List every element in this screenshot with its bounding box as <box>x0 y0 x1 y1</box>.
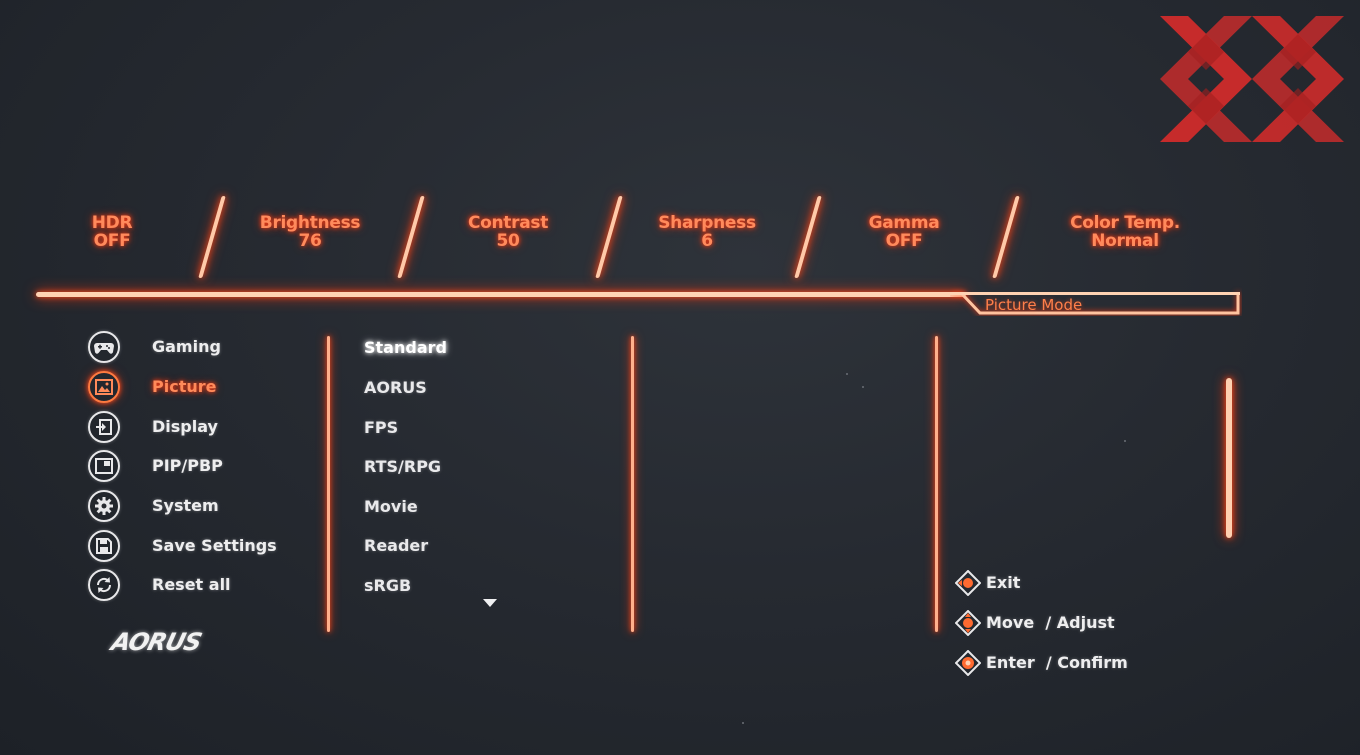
hint-move-adjust: Move / Adjust <box>955 610 1175 636</box>
color-temp-value: Normal <box>1091 231 1159 251</box>
hdr-label: HDR <box>91 213 133 233</box>
gamma-status: Gamma OFF <box>854 214 954 250</box>
mode-option-srgb[interactable]: sRGB <box>364 576 412 595</box>
hint-label: Exit <box>986 573 1021 592</box>
mode-option-reader[interactable]: Reader <box>364 536 429 555</box>
dust-speck <box>862 386 864 388</box>
pip-icon <box>88 450 120 482</box>
contrast-status: Contrast 50 <box>448 214 568 250</box>
sharpness-status: Sharpness 6 <box>644 214 770 250</box>
mode-option-fps[interactable]: FPS <box>364 418 399 437</box>
brightness-value: 76 <box>298 231 322 251</box>
menu-label: Display <box>152 417 218 436</box>
hint-label: Move / Adjust <box>986 613 1115 632</box>
menu-label: PIP/PBP <box>152 456 223 475</box>
gear-icon <box>88 490 120 522</box>
floppy-icon <box>88 530 120 562</box>
divider <box>595 196 623 278</box>
divider <box>397 196 425 278</box>
menu-item-display[interactable]: Display <box>88 411 288 447</box>
joystick-move-icon <box>955 610 981 636</box>
tab-picture-mode[interactable]: Picture Mode <box>985 296 1083 314</box>
hint-exit: Exit <box>955 570 1175 596</box>
color-temp-label: Color Temp. <box>1070 213 1180 233</box>
dust-speck <box>742 722 744 724</box>
menu-label: Gaming <box>152 337 221 356</box>
hint-label: Enter / Confirm <box>986 653 1128 672</box>
hdr-value: OFF <box>93 231 131 251</box>
sharpness-label: Sharpness <box>658 213 756 233</box>
watermark-logo <box>1160 16 1344 142</box>
gamma-label: Gamma <box>868 213 940 233</box>
menu-label: Picture <box>152 377 217 396</box>
scrollbar[interactable] <box>1226 378 1232 538</box>
mode-option-movie[interactable]: Movie <box>364 497 418 516</box>
contrast-value: 50 <box>496 231 520 251</box>
column-divider <box>327 336 330 632</box>
gamma-value: OFF <box>885 231 923 251</box>
menu-label: System <box>152 496 219 515</box>
mode-option-aorus[interactable]: AORUS <box>364 378 427 397</box>
reset-icon <box>88 569 120 601</box>
menu-item-picture[interactable]: Picture <box>88 371 288 407</box>
brightness-status: Brightness 76 <box>246 214 374 250</box>
aorus-logo: AORUS <box>108 628 204 656</box>
tab-frame <box>950 292 1240 315</box>
joystick-exit-icon <box>955 570 981 596</box>
joystick-enter-icon <box>955 650 981 676</box>
gamepad-icon <box>88 331 120 363</box>
dust-speck <box>846 373 848 375</box>
menu-item-save-settings[interactable]: Save Settings <box>88 530 288 566</box>
column-divider <box>631 336 634 632</box>
display-input-icon <box>88 411 120 443</box>
mode-option-standard[interactable]: Standard <box>364 338 447 357</box>
picture-icon <box>88 371 120 403</box>
mode-option-rts-rpg[interactable]: RTS/RPG <box>364 457 442 476</box>
sharpness-value: 6 <box>701 231 713 251</box>
header-bar <box>36 292 966 297</box>
menu-label: Save Settings <box>152 536 277 555</box>
menu-label: Reset all <box>152 575 231 594</box>
menu-item-reset-all[interactable]: Reset all <box>88 569 288 605</box>
contrast-label: Contrast <box>467 213 549 233</box>
menu-item-system[interactable]: System <box>88 490 288 526</box>
brightness-label: Brightness <box>259 213 361 233</box>
menu-item-pip-pbp[interactable]: PIP/PBP <box>88 450 288 486</box>
chevron-down-icon[interactable] <box>482 598 498 608</box>
menu-item-gaming[interactable]: Gaming <box>88 331 288 367</box>
color-temp-status: Color Temp. Normal <box>1052 214 1198 250</box>
hdr-status: HDR OFF <box>72 214 152 250</box>
dust-speck <box>1124 440 1126 442</box>
divider <box>992 196 1020 278</box>
column-divider <box>935 336 938 632</box>
divider <box>794 196 822 278</box>
divider <box>198 196 226 278</box>
hint-enter-confirm: Enter / Confirm <box>955 650 1175 676</box>
